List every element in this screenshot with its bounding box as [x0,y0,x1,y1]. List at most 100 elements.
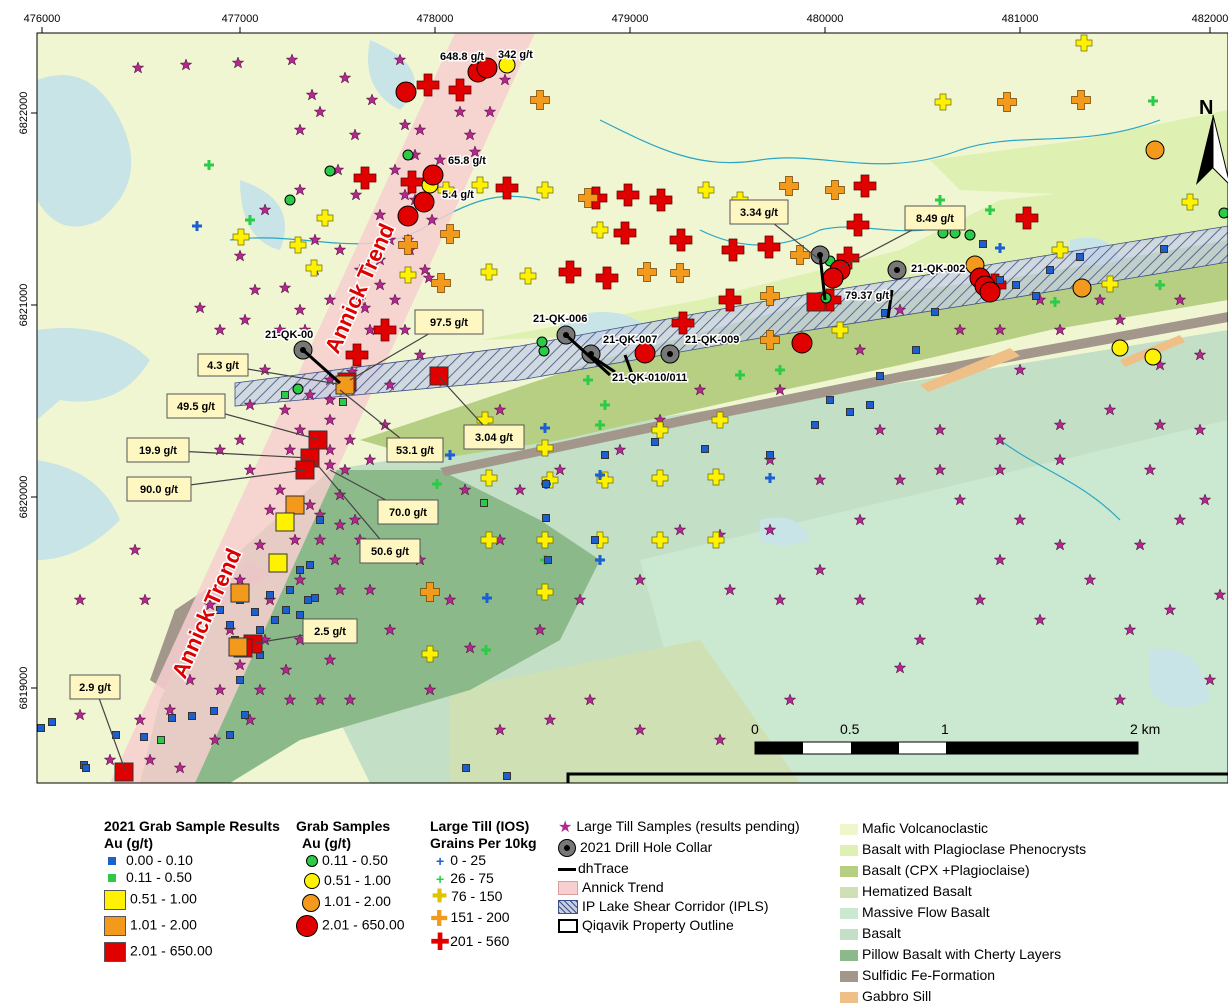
y-tick-label: 6820000 [18,476,30,519]
legend-item: 0.11 - 0.50 [296,852,405,869]
legend-item: Mafic Volcanoclastic [840,818,1086,839]
grab-square-0-0.10 [169,715,176,722]
grab-square-0-0.10 [980,241,987,248]
value-label: 648.8 g/t [440,51,484,63]
grab-square-0-0.10 [545,557,552,564]
grab-square-0-0.10 [932,309,939,316]
grab-square-1.01-2.00 [229,638,247,656]
grab-square-0-0.10 [297,567,304,574]
legend-item: 0.51 - 1.00 [296,872,405,889]
grab-square-0-0.10 [317,517,324,524]
grab-circle-2.01-650 [823,268,843,288]
grab-square-0-0.10 [211,708,218,715]
grab-square-0-0.10 [272,617,279,624]
grab-square-0-0.10 [287,587,294,594]
drill-collar-dot [667,351,673,357]
grab-circle-0.11-0.50 [285,195,295,205]
legend-item: Qiqavik Property Outline [558,917,800,934]
legend-item: Hematized Basalt [840,881,1086,902]
drill-hole-label: 21-QK-00 [265,329,313,341]
value-callout-label: 90.0 g/t [140,484,178,496]
grab-square-0-0.10 [543,481,550,488]
value-callout-label: 19.9 g/t [139,445,177,457]
legend-geology: Mafic Volcanoclastic Basalt with Plagioc… [840,818,1086,1007]
grab-circle-2.01-650 [635,343,655,363]
scale-tick: 0.5 [840,721,860,737]
legend-item: 2021 Drill Hole Collar [558,839,800,857]
grab-circle-0.51-1.00 [1145,349,1161,365]
legend-item: Basalt (CPX +Plagioclaise) [840,860,1086,881]
grab-circle-0.11-0.50 [325,166,335,176]
legend-item: Annick Trend [558,879,800,896]
grab-square-0-0.10 [1033,293,1040,300]
value-label: 5.4 g/t [442,189,474,201]
value-callout-label: 3.34 g/t [740,207,778,219]
legend-item: 1.01 - 2.00 [104,916,280,936]
value-callout-label: 49.5 g/t [177,401,215,413]
legend-item: 0.00 - 0.10 [104,852,280,869]
legend-title: Large Till (IOS) [430,818,537,835]
grab-square-0-0.10 [227,732,234,739]
grab-square-0-0.10 [767,452,774,459]
scale-tick: 2 km [1130,721,1160,737]
grab-square-0-0.10 [312,595,319,602]
grab-square-0-0.10 [307,562,314,569]
legend-item: ✚76 - 150 [430,888,537,906]
grab-square-0-0.10 [242,712,249,719]
y-tick-label: 6822000 [18,92,30,135]
value-label: 342 g/t [498,49,533,61]
legend-item: ★Large Till Samples (results pending) [558,818,800,836]
grab-circle-2.01-650 [980,282,1000,302]
value-callout-label: 8.49 g/t [916,213,954,225]
legend-item: IP Lake Shear Corridor (IPLS) [558,898,800,915]
grab-circle-2.01-650 [423,165,443,185]
grab-square-2.01-650 [430,367,448,385]
grab-square-0.11-0.50 [340,399,347,406]
grab-square-0-0.10 [297,612,304,619]
legend-title: Grab Samples [296,818,405,835]
drill-hole-label: 21-QK-007 [603,334,657,346]
grab-square-0-0.10 [283,607,290,614]
legend-item: ✚201 - 560 [430,933,537,951]
grab-square-0-0.10 [252,609,259,616]
grab-square-0-0.10 [504,773,511,780]
grab-square-0-0.10 [652,439,659,446]
legend-item: Sulfidic Fe-Formation [840,965,1086,986]
grab-square-0-0.10 [1077,254,1084,261]
grab-square-0-0.10 [1047,267,1054,274]
grab-square-0-0.10 [592,537,599,544]
grab-square-0-0.10 [267,592,274,599]
y-tick-label: 6819000 [18,667,30,710]
legend-item: Massive Flow Basalt [840,902,1086,923]
grab-circle-1.01-2.00 [1146,141,1164,159]
grab-square-0.51-1.00 [276,513,294,531]
x-tick-label: 477000 [222,13,259,25]
grab-square-0-0.10 [189,713,196,720]
value-callout-label: 53.1 g/t [396,445,434,457]
grab-square-1.01-2.00 [231,584,249,602]
legend-item: 2.01 - 650.00 [296,915,405,937]
grab-square-0-0.10 [812,422,819,429]
value-callout-label: 50.6 g/t [371,546,409,558]
legend-grab-samples: Grab Samples Au (g/t) 0.11 - 0.50 0.51 -… [296,818,405,937]
grab-circle-0.11-0.50 [537,337,547,347]
grab-square-0-0.10 [83,765,90,772]
x-tick-label: 479000 [612,13,649,25]
legend-subtitle: Grains Per 10kg [430,835,537,852]
grab-square-0.11-0.50 [282,392,289,399]
legend-title: 2021 Grab Sample Results [104,818,280,835]
grab-square-0-0.10 [237,677,244,684]
legend-grab: 2021 Grab Sample Results Au (g/t) 0.00 -… [104,818,280,962]
legend-item: Pillow Basalt with Cherty Layers [840,944,1086,965]
grab-square-0.51-1.00 [269,554,287,572]
grab-circle-0.51-1.00 [1112,340,1128,356]
grab-square-0-0.10 [305,597,312,604]
grab-square-0.11-0.50 [481,500,488,507]
grab-square-0-0.10 [877,373,884,380]
legend-till: Large Till (IOS) Grains Per 10kg +0 - 25… [430,818,537,951]
value-callout-label: 3.04 g/t [475,432,513,444]
value-callout-label: 2.9 g/t [79,682,111,694]
grab-square-1.01-2.00 [286,496,304,514]
grab-circle-0.11-0.50 [403,150,413,160]
grab-square-0.11-0.50 [158,737,165,744]
